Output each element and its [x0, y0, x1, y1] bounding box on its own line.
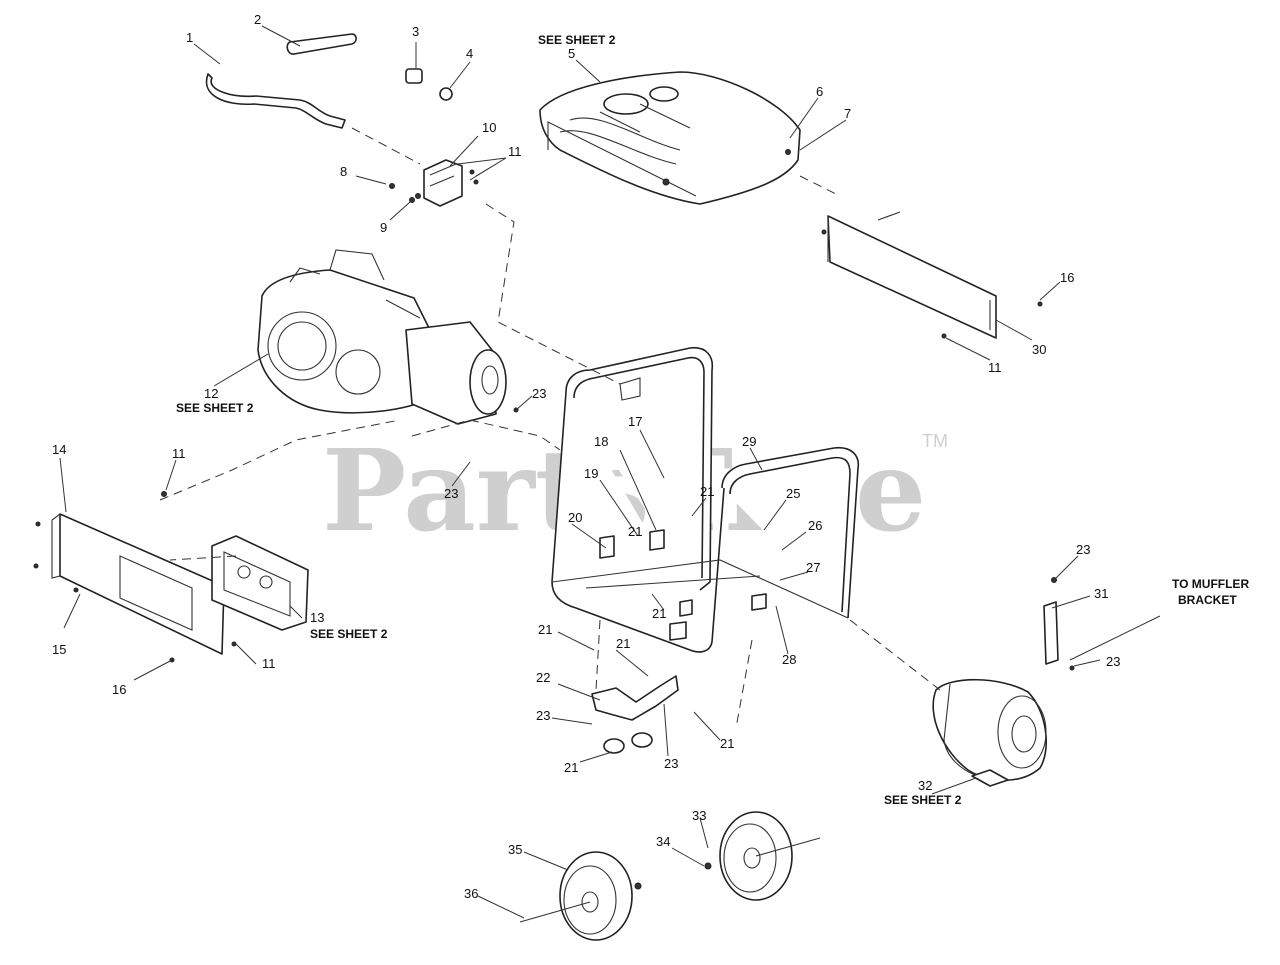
- callout-11-panel: 11: [988, 360, 1002, 375]
- callout-18: 18: [594, 434, 608, 449]
- callout-15: 15: [52, 642, 66, 657]
- control-panel: [33, 491, 309, 663]
- callout-32: 32: [918, 778, 932, 793]
- base-bracket: [591, 675, 679, 754]
- callout-33: 33: [692, 808, 706, 823]
- fuel-tank: [539, 71, 801, 205]
- callout-19: 19: [584, 466, 598, 481]
- callout-12: 12: [204, 386, 218, 401]
- callout-14: 14: [52, 442, 66, 457]
- callout-25: 25: [786, 486, 800, 501]
- callout-4: 4: [466, 46, 473, 61]
- assembly-lines: [159, 127, 941, 729]
- callout-3: 3: [412, 24, 419, 39]
- callout-30: 30: [1032, 342, 1046, 357]
- callout-16-panel: 16: [1060, 270, 1074, 285]
- leader-lines: [59, 25, 1161, 919]
- callout-2: 2: [254, 12, 261, 27]
- callout-11-control-bottom: 11: [262, 656, 276, 671]
- callout-21-f: 21: [720, 736, 734, 751]
- wheels: [519, 811, 821, 941]
- callout-23-alternator-bottom: 23: [1106, 654, 1120, 669]
- callout-20: 20: [568, 510, 582, 525]
- callout-23-alternator-top: 23: [1076, 542, 1090, 557]
- callout-21-g: 21: [564, 760, 578, 775]
- sheet-notes: SEE SHEET 2 SEE SHEET 2 SEE SHEET 2 SEE …: [176, 33, 1249, 807]
- callout-7: 7: [844, 106, 851, 121]
- callout-29: 29: [742, 434, 756, 449]
- callout-6: 6: [816, 84, 823, 99]
- note-bracket: BRACKET: [1178, 593, 1237, 607]
- callout-21-b: 21: [628, 524, 642, 539]
- note-see-sheet-2-tank: SEE SHEET 2: [538, 33, 616, 47]
- callout-10: 10: [482, 120, 496, 135]
- right-side-panel: [821, 211, 1043, 339]
- callout-22: 22: [536, 670, 550, 685]
- engine: [257, 249, 519, 425]
- note-see-sheet-2-alternator: SEE SHEET 2: [884, 793, 962, 807]
- callout-21-c: 21: [652, 606, 666, 621]
- callout-23-engine-lower: 23: [444, 486, 458, 501]
- callout-11-control-top: 11: [172, 446, 186, 461]
- note-see-sheet-2-engine: SEE SHEET 2: [176, 401, 254, 415]
- callout-16-control: 16: [112, 682, 126, 697]
- callout-23-engine: 23: [532, 386, 546, 401]
- callout-8: 8: [340, 164, 347, 179]
- callout-26: 26: [808, 518, 822, 533]
- callout-23-base-right: 23: [664, 756, 678, 771]
- callout-35: 35: [508, 842, 522, 857]
- note-to-muffler: TO MUFFLER: [1172, 577, 1249, 591]
- alternator: [932, 577, 1075, 787]
- callout-5: 5: [568, 46, 575, 61]
- callout-17: 17: [628, 414, 642, 429]
- callout-13: 13: [310, 610, 324, 625]
- callout-31: 31: [1094, 586, 1108, 601]
- callout-27: 27: [806, 560, 820, 575]
- callout-28: 28: [782, 652, 796, 667]
- callout-1: 1: [186, 30, 193, 45]
- handle-assembly: [205, 33, 479, 207]
- callout-labels: 1 2 3 4 5 6 7 8 9 10 11 11 11 11 12 13 1…: [52, 12, 1120, 901]
- callout-21-e: 21: [616, 636, 630, 651]
- callout-23-base-left: 23: [536, 708, 550, 723]
- callout-34: 34: [656, 834, 670, 849]
- callout-21-a: 21: [700, 484, 714, 499]
- callout-9: 9: [380, 220, 387, 235]
- callout-11-handle: 11: [508, 144, 522, 159]
- note-see-sheet-2-control: SEE SHEET 2: [310, 627, 388, 641]
- watermark-trademark: TM: [922, 431, 948, 451]
- callout-36: 36: [464, 886, 478, 901]
- callout-21-d: 21: [538, 622, 552, 637]
- frame: [551, 346, 860, 653]
